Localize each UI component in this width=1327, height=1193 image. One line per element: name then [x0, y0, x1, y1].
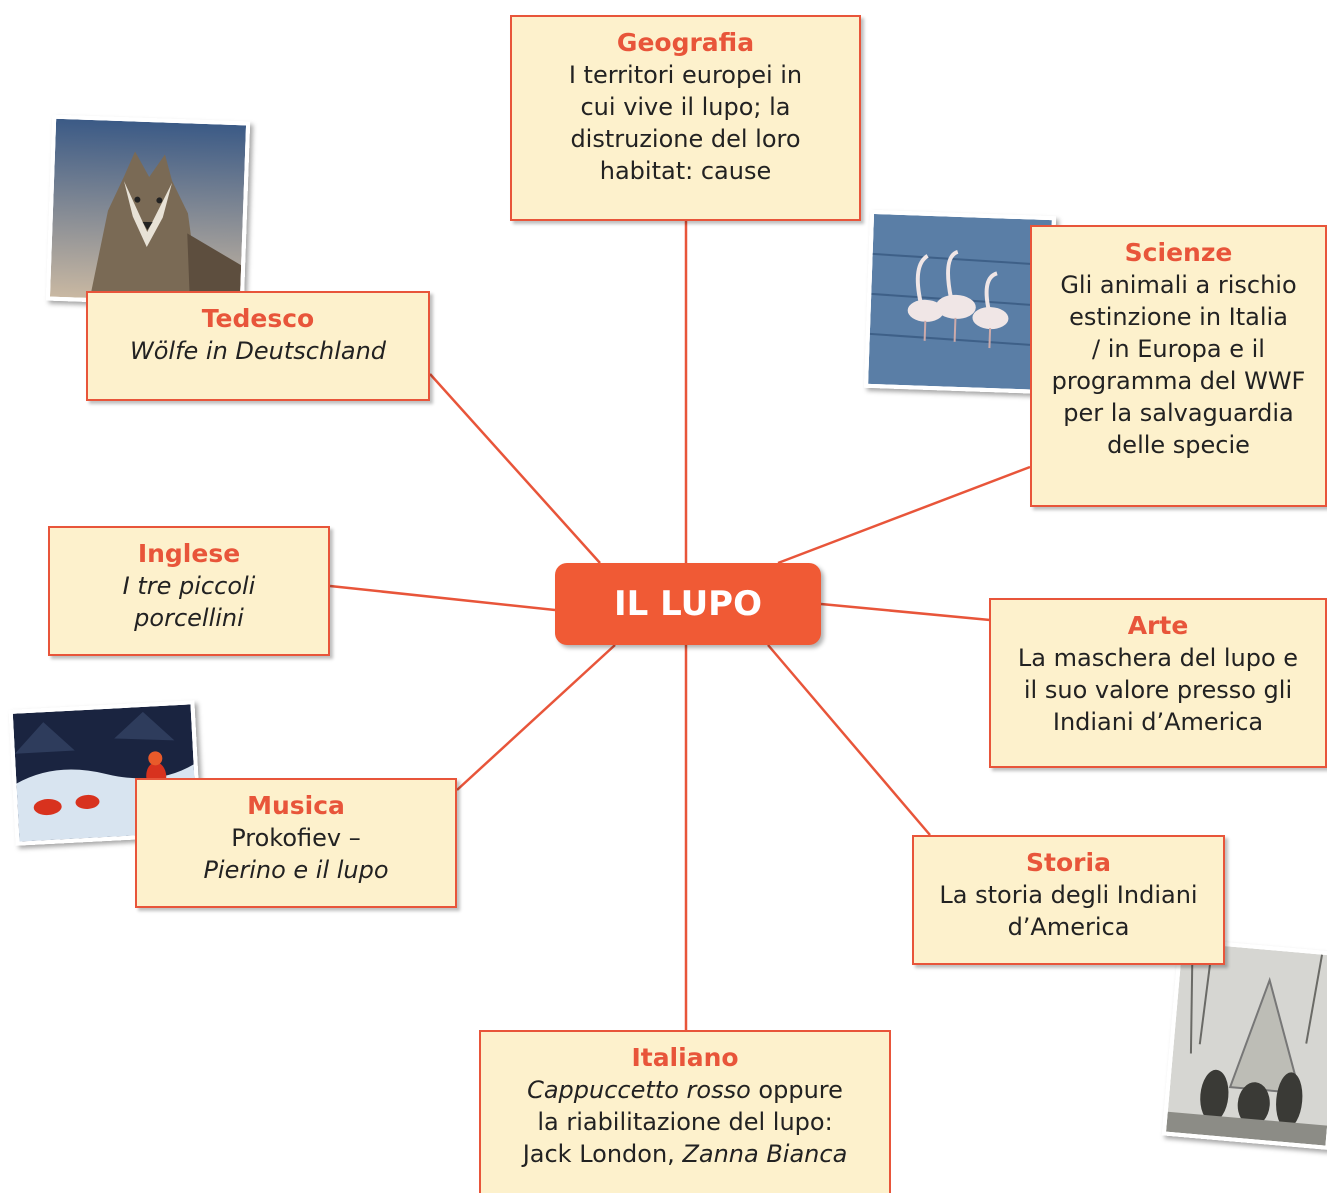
node-geografia: Geografia I territori europei in cui viv… — [510, 15, 861, 221]
node-title: Arte — [1127, 611, 1189, 640]
connector-inglese — [329, 584, 556, 612]
node-text: per la salvaguardia — [1063, 399, 1294, 427]
node-text: habitat: cause — [599, 157, 772, 185]
node-text: Prokofiev – — [231, 824, 361, 852]
node-tedesco: Tedesco Wölfe in Deutschland — [86, 291, 430, 401]
node-title: Musica — [247, 791, 345, 820]
node-title: Geografia — [616, 28, 755, 57]
center-node: IL LUPO — [555, 563, 821, 645]
node-text-rest: oppure — [750, 1076, 843, 1104]
node-text: cui vive il lupo; la — [580, 93, 791, 121]
node-text: Indiani d’America — [1052, 708, 1264, 736]
node-text: estinzione in Italia — [1069, 303, 1288, 331]
connector-tedesco — [429, 373, 601, 564]
node-text: Pierino e il lupo — [203, 856, 389, 884]
connector-musica — [456, 644, 616, 791]
author-name: Jack London, — [522, 1140, 683, 1168]
node-musica: Musica Prokofiev – Pierino e il lupo — [135, 778, 457, 908]
connector-storia — [767, 644, 931, 836]
node-scienze: Scienze Gli animali a rischio estinzione… — [1030, 225, 1327, 507]
node-arte: Arte La maschera del lupo e il suo valor… — [989, 598, 1327, 768]
node-text: Wölfe in Deutschland — [129, 337, 387, 365]
node-text: programma del WWF — [1051, 367, 1306, 395]
node-text: La maschera del lupo e — [1017, 644, 1299, 672]
node-title: Scienze — [1124, 238, 1233, 267]
node-text: Gli animali a rischio — [1060, 271, 1297, 299]
node-text: il suo valore presso gli — [1023, 676, 1293, 704]
center-label: IL LUPO — [613, 584, 763, 624]
node-text: La storia degli Indiani — [939, 881, 1198, 909]
node-text: Jack London, Zanna Bianca — [481, 1138, 889, 1170]
node-text: d’America — [1007, 913, 1130, 941]
book-title: Cappuccetto rosso — [527, 1076, 751, 1104]
node-title: Italiano — [631, 1043, 739, 1072]
node-storia: Storia La storia degli Indiani d’America — [912, 835, 1225, 965]
node-title: Tedesco — [201, 304, 315, 333]
connector-arte — [820, 602, 991, 622]
node-inglese: Inglese I tre piccoli porcellini — [48, 526, 330, 656]
node-text: la riabilitazione del lupo: — [537, 1108, 833, 1136]
native-americans-photo — [1161, 938, 1327, 1150]
book-title: Zanna Bianca — [682, 1140, 848, 1168]
node-title: Storia — [1026, 848, 1111, 877]
connector-scienze — [777, 465, 1031, 565]
flamingos-photo — [863, 209, 1057, 395]
node-text: I tre piccoli — [122, 572, 256, 600]
node-text: distruzione del loro — [570, 125, 801, 153]
node-title: Inglese — [137, 539, 241, 568]
node-text: Cappuccetto rosso oppure — [481, 1074, 889, 1106]
node-text: delle specie — [1107, 431, 1250, 459]
node-italiano: Italiano Cappuccetto rosso oppure la ria… — [479, 1030, 891, 1193]
node-text: / in Europa e il — [1092, 335, 1265, 363]
node-text: I territori europei in — [568, 61, 803, 89]
wolf-photo — [45, 114, 251, 308]
node-text: porcellini — [134, 604, 244, 632]
